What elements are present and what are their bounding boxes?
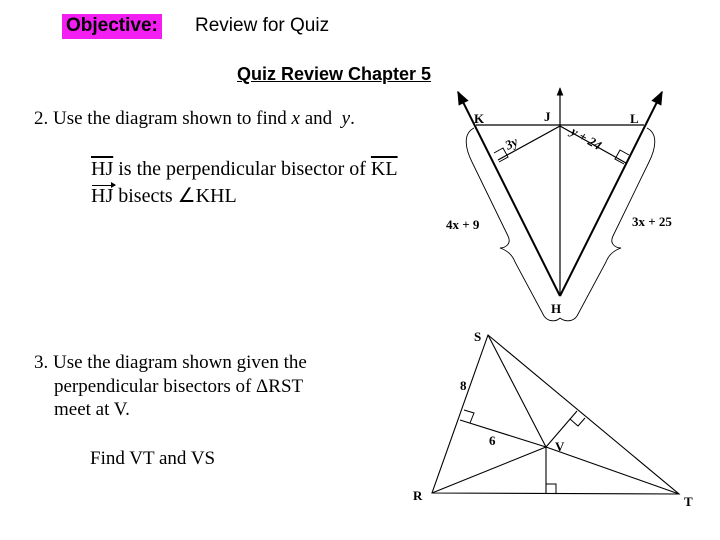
statement-angle-bisector: HJ bisects ∠KHL: [91, 182, 237, 208]
perp-j-to-hk: [497, 125, 561, 161]
perp-bisector-rs: [459, 419, 547, 448]
triangle-labels: S R T V 8 6: [413, 329, 693, 509]
label-6: 6: [489, 433, 496, 448]
label-8: 8: [460, 378, 467, 393]
brace-left: [465, 127, 561, 322]
point-r-label: R: [413, 488, 423, 503]
segment-tv: [545, 446, 680, 495]
point-k-label: K: [474, 111, 485, 126]
triangle-rst: [431, 334, 681, 495]
var-x: x: [291, 108, 300, 129]
right-angle-mark-left: [493, 147, 509, 163]
point-v-label: V: [555, 439, 565, 454]
point-j-label: J: [544, 109, 551, 124]
segment-hj: HJ: [91, 158, 114, 180]
segment-sv: [487, 334, 547, 448]
angle-bisector-labels: K J L H 3y y + 24 4x + 9 3x + 25: [446, 109, 672, 316]
problem-3-find: Find VT and VS: [90, 448, 216, 469]
label-3x-plus-25: 3x + 25: [632, 214, 672, 229]
objective-label: Objective:: [62, 14, 162, 39]
brace-right: [559, 127, 656, 322]
page-title: Quiz Review Chapter 5: [237, 64, 432, 84]
point-h-label: H: [551, 301, 561, 316]
statement1-text: is the perpendicular bisector of: [113, 158, 371, 180]
right-angle-mark-st: [569, 417, 586, 427]
prompt-end: .: [350, 108, 355, 129]
label-3y: 3y: [501, 134, 520, 154]
ray-hl: [559, 90, 663, 297]
triangle-diagram: [431, 334, 681, 495]
point-l-label: L: [630, 111, 639, 126]
problem-3-line-2: perpendicular bisectors of ΔRST: [54, 375, 304, 397]
problem-2-prompt: 2. Use the diagram shown to find x and y…: [34, 107, 355, 131]
segment-kl: KL: [370, 158, 398, 180]
segment-rv: [431, 446, 547, 494]
right-angle-mark-rs: [463, 409, 475, 424]
objective-text: Review for Quiz: [195, 15, 330, 36]
label-4x-plus-9: 4x + 9: [446, 217, 480, 232]
perp-j-to-hl: [559, 125, 627, 164]
ray-hk: [457, 90, 561, 297]
label-y-plus-24: y + 24: [567, 123, 605, 154]
right-angle-mark-right: [614, 149, 630, 165]
right-angle-mark-rt: [546, 483, 557, 494]
statement-perpendicular-bisector: HJ is the perpendicular bisector of KL: [91, 157, 398, 181]
problem-3-line-1: 3. Use the diagram shown given the: [34, 352, 307, 373]
problem-3-line-3: meet at V.: [54, 399, 130, 420]
point-s-label: S: [474, 329, 481, 344]
point-t-label: T: [684, 494, 693, 509]
angle-bisector-diagram: [457, 87, 663, 322]
prompt-and: and: [299, 108, 342, 129]
ray-hj: HJ: [91, 182, 117, 207]
perp-bisector-st: [545, 410, 578, 448]
problem-3-prompt: 3. Use the diagram shown given the perpe…: [34, 351, 307, 422]
prompt-prefix: 2. Use the diagram shown to find: [34, 108, 292, 129]
statement2-text: bisects ∠KHL: [113, 185, 237, 207]
var-y: y: [341, 108, 351, 129]
